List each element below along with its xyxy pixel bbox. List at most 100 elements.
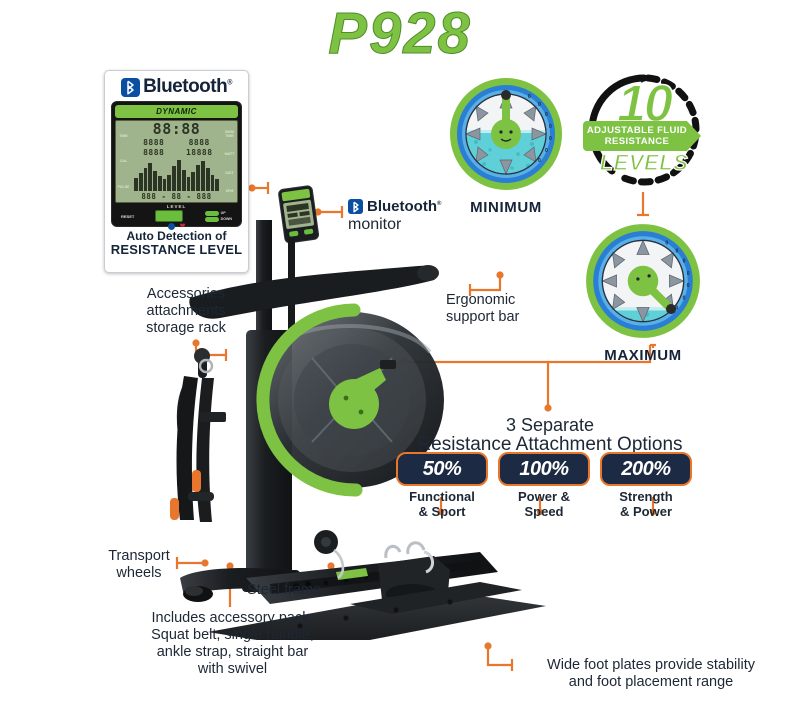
- attachments-heading-line-2: Resistance Attachment Options: [417, 434, 683, 455]
- attachment-sub-200: Strength & Power: [600, 489, 692, 519]
- lcd-row2-left: 8888: [143, 138, 165, 147]
- svg-text:0: 0: [528, 94, 531, 100]
- svg-text:▶: ▶: [641, 77, 647, 84]
- gauge-maximum-graphic: 000 000 0: [586, 224, 700, 338]
- lcd-left-labels: TIME CAL PULSE: [116, 121, 131, 202]
- callout-footplates-line-2: and foot placement range: [568, 674, 734, 690]
- callout-transport-line-2: wheels: [116, 565, 162, 581]
- attachment-percent-200: 200%: [600, 452, 692, 486]
- attachments-heading-line-1: 3 Separate: [505, 415, 595, 435]
- callout-pack-line-1: Includes accessory pack:: [151, 610, 314, 626]
- svg-text:0: 0: [687, 271, 690, 277]
- lcd-reset-button[interactable]: [155, 210, 184, 222]
- attachment-sub-100-line-1: Power &: [517, 489, 570, 504]
- svg-text:0: 0: [549, 124, 552, 130]
- attachment-sub-50-line-1: Functional: [409, 489, 475, 504]
- callout-pack-line-3: ankle strap, straight bar: [156, 644, 309, 660]
- lcd-label-time: TIME: [119, 133, 128, 138]
- registered-mark: ®: [227, 79, 232, 87]
- lcd-label-watt: WATT: [224, 152, 235, 157]
- attachment-percent-50: 50%: [396, 452, 488, 486]
- lcd-row-2: 8888 8888: [132, 138, 221, 147]
- page-title: P928: [328, 1, 472, 66]
- attachment-percent-100: 100%: [498, 452, 590, 486]
- callout-transport-line-1: Transport: [108, 548, 170, 564]
- lcd-label-spm: SPM: [225, 188, 234, 193]
- lcd-status-icons: ❤: [115, 223, 238, 230]
- lcd-brand-bar: DYNAMIC: [115, 105, 238, 118]
- lcd-console: DYNAMIC TIME CAL PULSE 88:88 8888 8888 8…: [111, 101, 242, 230]
- svg-text:0: 0: [683, 295, 686, 301]
- callout-footplates-line-1: Wide foot plates provide stability: [547, 657, 755, 673]
- svg-text:0: 0: [545, 148, 548, 154]
- callout-accessory-pack: Includes accessory pack: Squat belt, sin…: [110, 610, 355, 678]
- bluetooth-status-icon: [167, 223, 175, 230]
- callout-accessories-line-3: storage rack: [146, 320, 226, 336]
- callout-transport-wheels: Transport wheels: [96, 548, 182, 582]
- attachment-option-200[interactable]: 200% Strength & Power: [600, 452, 692, 519]
- machine-photo: [170, 185, 546, 640]
- lcd-label-500m-time: 500M TIME: [225, 130, 234, 139]
- attachment-option-100[interactable]: 100% Power & Speed: [498, 452, 590, 519]
- attachment-sub-200-line-1: Strength: [619, 489, 673, 504]
- lcd-button-row: RESET UP DOWN: [115, 209, 238, 222]
- attachment-sub-50: Functional & Sport: [396, 489, 488, 519]
- lcd-core: 88:88 8888 8888 8888 18888: [131, 121, 222, 202]
- bluetooth-monitor-logo-row: Bluetooth®: [348, 198, 441, 215]
- lcd-label-dist: DIST: [225, 170, 234, 175]
- adjustable-levels-badge: ▶ 10 ADJUSTABLE FLUID RESISTANCE LEVELS: [574, 72, 714, 190]
- lcd-level-label: LEVEL: [166, 204, 187, 209]
- levels-ribbon: ADJUSTABLE FLUID RESISTANCE: [583, 121, 701, 151]
- levels-badge-ring: ▶: [588, 74, 700, 186]
- lcd-up-label: UP: [220, 211, 226, 215]
- attachment-options: 50% Functional & Sport 100% Power & Spee…: [396, 452, 692, 519]
- callout-ergonomic-line-2: support bar: [446, 309, 520, 325]
- gauge-minimum-label: MINIMUM: [470, 199, 542, 216]
- card-caption: Auto Detection of RESISTANCE LEVEL: [110, 229, 243, 258]
- lcd-row-3: 8888 18888: [132, 148, 221, 157]
- heart-rate-icon: ❤: [179, 223, 186, 230]
- levels-ribbon-line-1: ADJUSTABLE FLUID: [586, 125, 688, 136]
- attachment-sub-200-line-2: & Power: [619, 504, 672, 519]
- attachment-sub-100-line-2: Speed: [524, 504, 564, 519]
- lcd-row2-right: 8888: [188, 138, 210, 147]
- callout-pack-line-4: with swivel: [197, 661, 268, 677]
- caption-line-2: RESISTANCE LEVEL: [110, 242, 243, 258]
- callout-accessories-line-2: attachments: [146, 303, 226, 319]
- console-detection-card: Bluetooth® DYNAMIC TIME CAL PULSE 88:88 …: [104, 70, 249, 273]
- lcd-bottom-row: 888 - 88 - 888: [141, 192, 212, 201]
- lcd-row3-right: 18888: [185, 148, 213, 157]
- callout-foot-plates: Wide foot plates provide stability and f…: [515, 657, 787, 691]
- lcd-main-value: 88:88: [152, 120, 201, 138]
- svg-text:0: 0: [676, 249, 679, 255]
- bluetooth-icon-small: [348, 199, 363, 214]
- gauge-minimum-graphic: 000 000 0: [450, 78, 562, 190]
- levels-word: LEVELS: [599, 149, 689, 175]
- lcd-bar-graph: [132, 158, 221, 191]
- lcd-updown-buttons: UP DOWN: [204, 210, 232, 222]
- lcd-down-button[interactable]: DOWN: [204, 216, 232, 222]
- attachment-sub-100: Power & Speed: [498, 489, 590, 519]
- callout-bluetooth-monitor: Bluetooth® monitor: [348, 198, 441, 234]
- lcd-reset-label: RESET: [121, 213, 135, 219]
- callout-accessories-rack: Accessories attachments storage rack: [106, 286, 266, 337]
- bluetooth-logo-row: Bluetooth®: [110, 75, 243, 99]
- caption-line-1: Auto Detection of: [126, 229, 227, 243]
- callout-steel-frame: Steel frame: [247, 582, 322, 598]
- lcd-screen: TIME CAL PULSE 88:88 8888 8888 8888 1888…: [115, 120, 238, 203]
- svg-text:0: 0: [545, 112, 548, 118]
- svg-text:0: 0: [538, 158, 541, 164]
- callout-bluetooth-monitor-sub: monitor: [348, 216, 402, 233]
- bluetooth-icon: [121, 77, 141, 97]
- callout-ergonomic-bar: Ergonomic support bar: [446, 292, 556, 326]
- lcd-down-label: DOWN: [220, 217, 232, 221]
- lcd-up-button[interactable]: UP: [204, 210, 226, 216]
- svg-text:0: 0: [538, 102, 541, 108]
- attachment-option-50[interactable]: 50% Functional & Sport: [396, 452, 488, 519]
- attachments-heading: 3 Separate Resistance Attachment Options: [400, 415, 700, 455]
- callout-ergonomic-line-1: Ergonomic: [446, 292, 516, 308]
- bluetooth-monitor-word: Bluetooth®: [367, 198, 442, 215]
- lcd-right-labels: 500M TIME WATT DIST SPM: [222, 121, 237, 202]
